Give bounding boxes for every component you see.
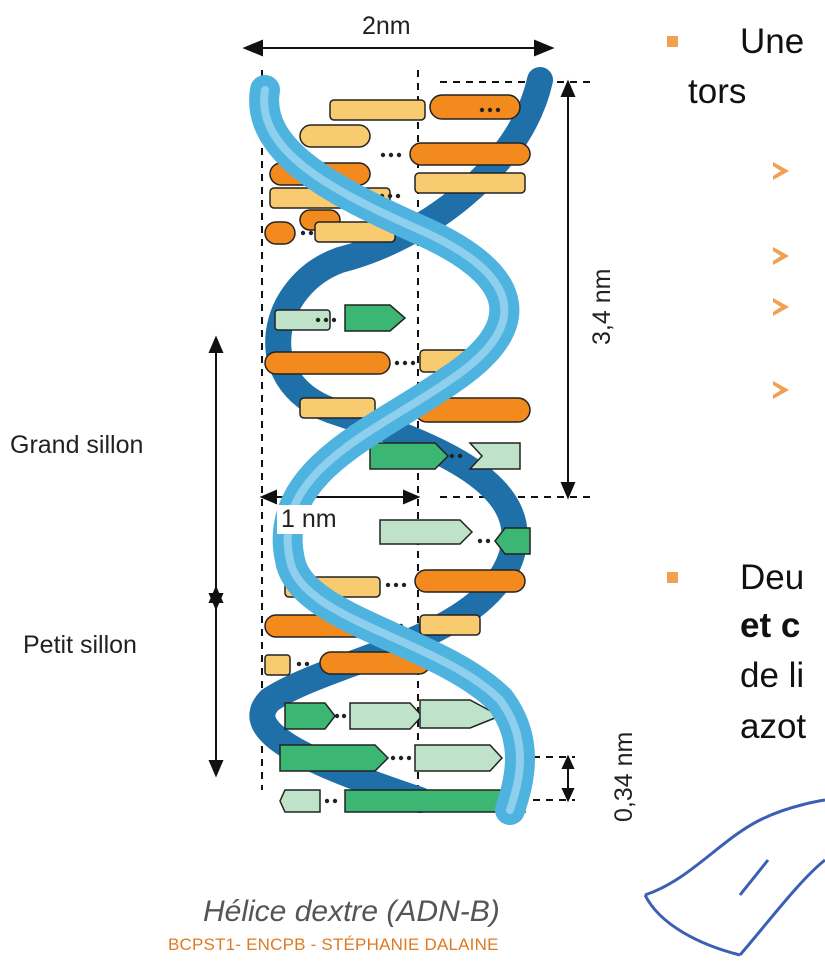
figure-caption: Hélice dextre (ADN-B) xyxy=(203,895,500,928)
text-line: Une xyxy=(740,22,805,61)
pitch-arrow xyxy=(560,79,576,500)
one-nm-label: 1 nm xyxy=(277,505,341,534)
dna-back-strand xyxy=(249,67,553,813)
pen-drawing xyxy=(643,798,825,957)
rise-label: 0,34 nm xyxy=(610,731,638,822)
pitch-label: 3,4 nm xyxy=(588,268,616,345)
square-bullet-icon xyxy=(667,36,678,47)
text-line: tors xyxy=(688,72,747,111)
text-line: et c xyxy=(740,606,801,645)
text-line: azot xyxy=(740,707,807,746)
arrow-bullet-icon xyxy=(773,162,789,180)
square-bullet-icon xyxy=(667,572,678,583)
width-dimension-arrow xyxy=(242,39,555,57)
footer-credit: BCPST1- ENCPB - STÉPHANIE DALAINE xyxy=(168,935,499,954)
width-label: 2nm xyxy=(362,12,411,40)
arrow-bullet-icon xyxy=(773,298,789,316)
minor-groove-label: Petit sillon xyxy=(23,631,137,659)
text-line: Deu xyxy=(740,558,805,597)
arrow-bullet-icon xyxy=(773,247,789,265)
groove-arrows xyxy=(208,335,575,803)
arrow-bullet-icon xyxy=(773,381,789,399)
major-groove-label: Grand sillon xyxy=(10,431,144,459)
text-line: de li xyxy=(740,656,805,695)
hydrogen-bonds xyxy=(296,107,501,804)
dna-front-strand-highlight xyxy=(260,86,524,814)
